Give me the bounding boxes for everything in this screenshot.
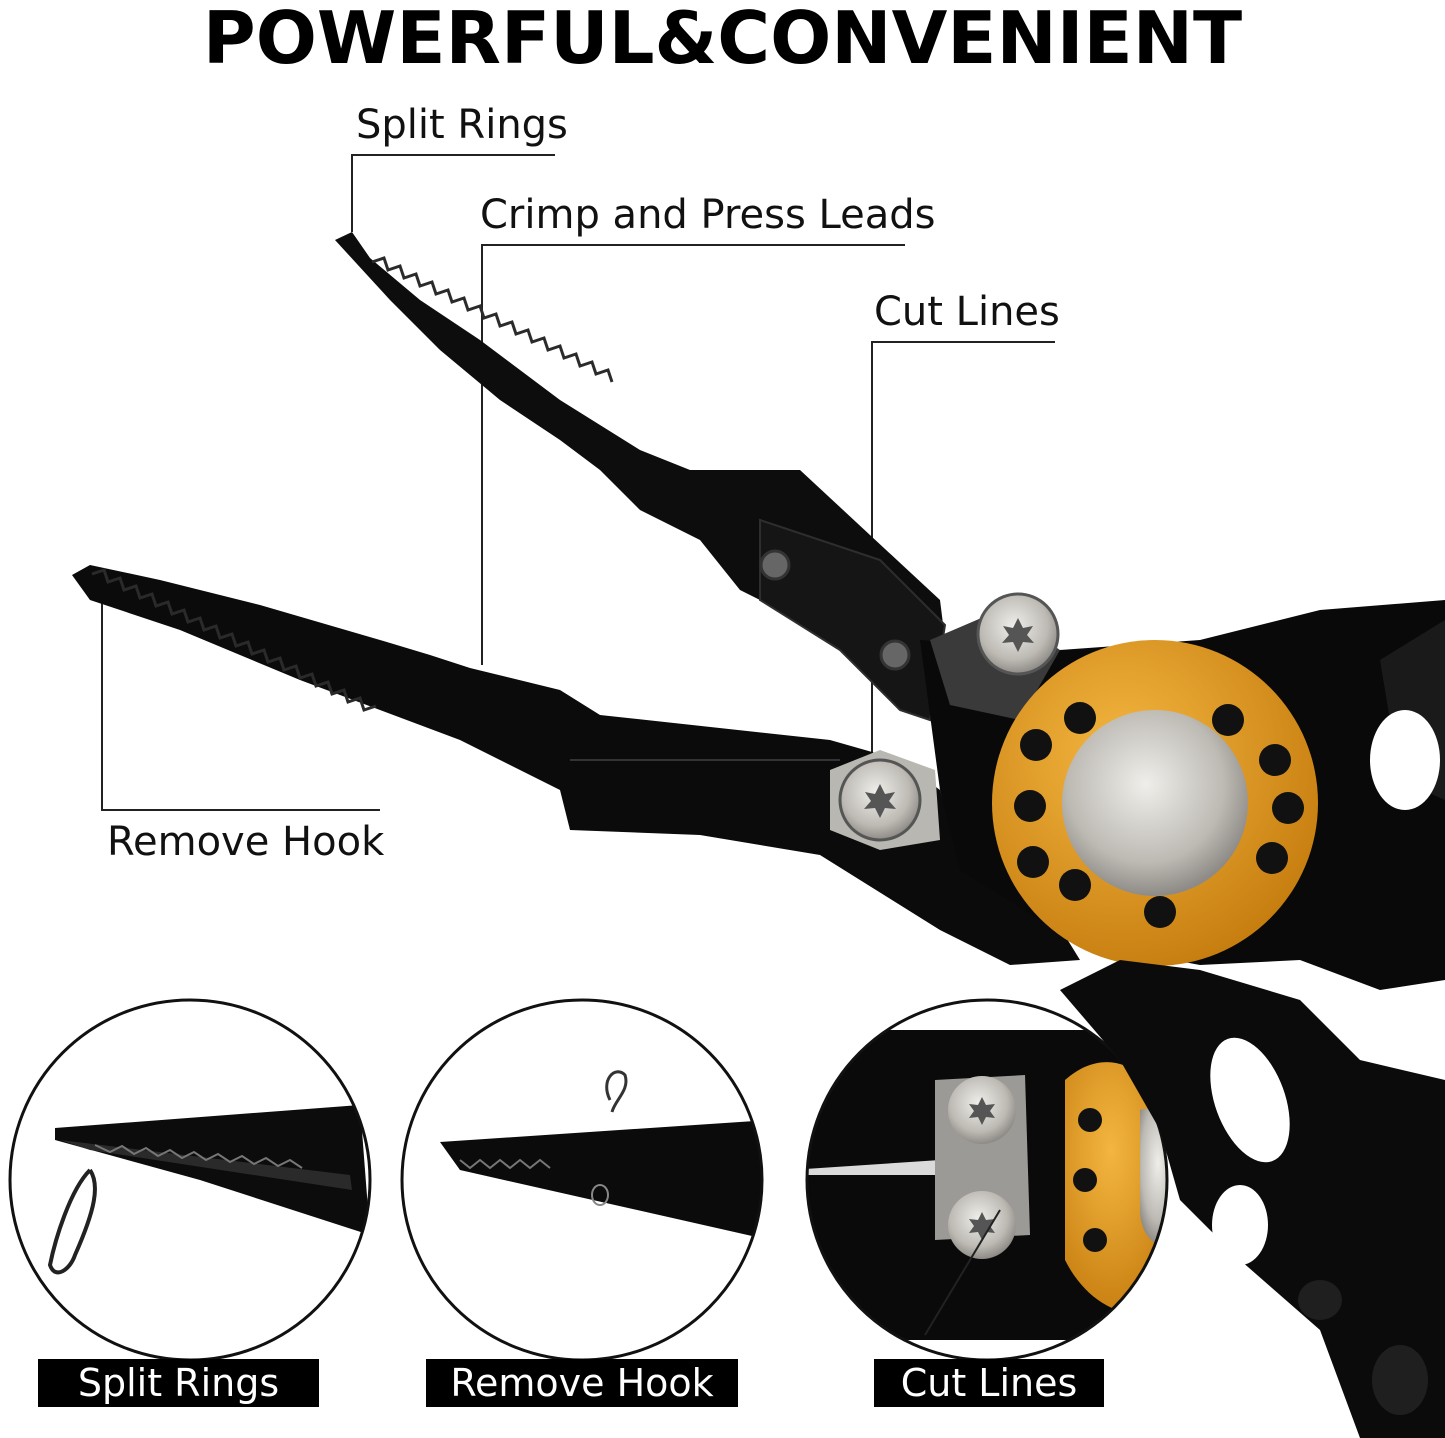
split-rings-leader [351,154,555,232]
caption-remove-hook: Remove Hook [426,1359,738,1407]
detail-split-rings [8,998,372,1362]
callout-cut-lines: Cut Lines [874,289,1060,335]
headline: POWERFUL&CONVENIENT [202,0,1243,80]
upper-screw [930,592,1060,720]
lower-jaw [72,565,1080,965]
lower-screw [830,750,940,850]
main-pliers [72,232,1445,990]
callout-crimp-press-leads: Crimp and Press Leads [480,192,936,238]
callout-split-rings: Split Rings [356,102,568,148]
caption-cut-lines: Cut Lines [874,1359,1104,1407]
remove-hook-leader [101,590,380,811]
caption-split-rings: Split Rings [38,1359,319,1407]
pliers-handle [1060,960,1445,1438]
detail-cut-lines [805,998,1169,1362]
callout-remove-hook: Remove Hook [107,819,385,865]
orange-pivot [992,640,1318,966]
crimp-leader [481,244,905,665]
detail-remove-hook [400,998,764,1362]
